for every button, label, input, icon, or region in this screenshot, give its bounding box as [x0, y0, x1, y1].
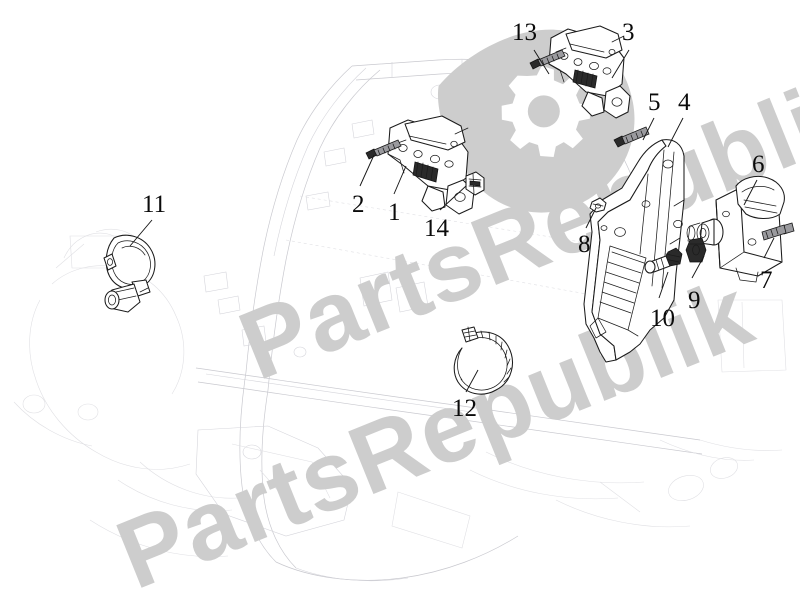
part-lock-retaining-clip[interactable] — [465, 171, 485, 196]
part-bracket-screw-lower[interactable] — [589, 197, 607, 213]
part-hinge-screw[interactable] — [529, 49, 566, 70]
callout-6[interactable]: 6 — [752, 151, 765, 178]
part-cylinder-screw[interactable] — [761, 222, 795, 241]
callout-5[interactable]: 5 — [648, 89, 661, 116]
callout-7[interactable]: 7 — [760, 267, 773, 294]
callout-11[interactable]: 11 — [142, 191, 167, 218]
callout-2[interactable]: 2 — [352, 191, 365, 218]
part-cable-clamp-bracket[interactable] — [103, 234, 156, 313]
callout-12[interactable]: 12 — [452, 395, 477, 422]
part-lock-cap[interactable] — [685, 237, 707, 263]
part-cable-tie[interactable] — [453, 326, 513, 395]
part-lock-screw[interactable] — [365, 139, 402, 160]
callout-13[interactable]: 13 — [512, 19, 537, 46]
callout-10[interactable]: 10 — [650, 305, 675, 332]
callout-1[interactable]: 1 — [388, 199, 401, 226]
part-bracket-screw-upper[interactable] — [613, 126, 650, 148]
part-upper-lock-assembly[interactable] — [548, 25, 631, 119]
leader-lines — [129, 49, 775, 393]
callout-14[interactable]: 14 — [424, 215, 449, 242]
frame-outline — [13, 58, 787, 582]
callout-9[interactable]: 9 — [688, 287, 701, 314]
callout-8[interactable]: 8 — [578, 231, 591, 258]
callout-3[interactable]: 3 — [622, 19, 635, 46]
callout-4[interactable]: 4 — [678, 89, 691, 116]
part-lock-actuator-rod[interactable] — [644, 247, 683, 274]
